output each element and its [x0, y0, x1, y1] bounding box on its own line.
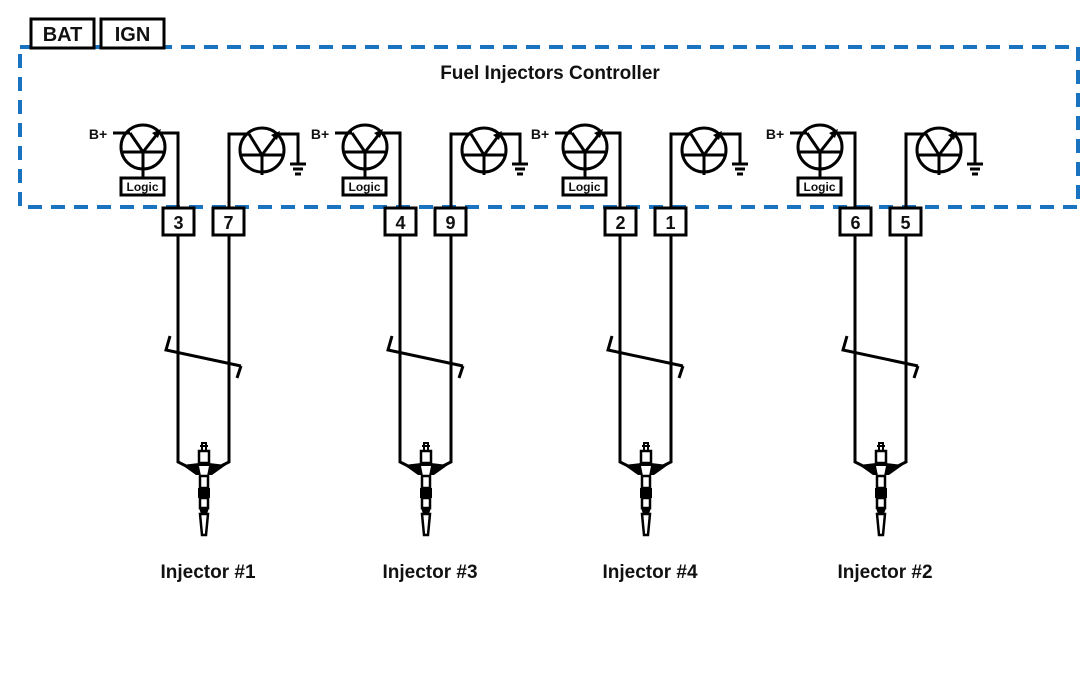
high-pin-box: 3 — [161, 206, 196, 237]
injector-label: Injector #4 — [602, 562, 697, 583]
high-pin-box: 2 — [603, 206, 638, 237]
ground-icon — [732, 162, 748, 176]
ground-wire — [277, 132, 300, 163]
b-plus-label: B+ — [766, 126, 784, 142]
b-plus-label: B+ — [531, 126, 549, 142]
low-pin-box: 9 — [433, 206, 468, 237]
low-pin-box: 7 — [211, 206, 246, 237]
ign-label: IGN — [115, 24, 151, 46]
wire-to-injector — [429, 235, 453, 472]
high-side-wire — [380, 131, 402, 208]
low-pin-box: 5 — [888, 206, 923, 237]
wire-to-injector — [649, 235, 673, 472]
ign-label-box: IGN — [99, 17, 166, 50]
high-pin-number: 2 — [615, 213, 625, 233]
logic-box — [796, 176, 843, 197]
emitter-arrow — [374, 129, 383, 138]
twisted-pair-icon — [386, 335, 465, 379]
controller-title: Fuel Injectors Controller — [440, 63, 660, 84]
injector-label: Injector #1 — [160, 562, 255, 583]
low-side-transistor — [915, 126, 983, 176]
low-pin-number: 7 — [223, 213, 233, 233]
high-side-transistor: B+ Logic — [531, 123, 609, 197]
low-side-wire — [904, 132, 926, 208]
ground-wire — [719, 132, 742, 163]
wire-to-injector — [207, 235, 231, 472]
bat-label-box: BAT — [29, 17, 96, 50]
bat-label: BAT — [43, 24, 83, 46]
logic-label: Logic — [804, 180, 836, 194]
low-side-wire — [449, 132, 471, 208]
twisted-pair-icon — [606, 335, 685, 379]
fuel-injector-icon — [624, 442, 668, 537]
low-side-wire — [227, 132, 249, 208]
logic-box — [561, 176, 608, 197]
emitter-arrow — [829, 129, 838, 138]
fuel-injector-icon — [859, 442, 903, 537]
injector-label: Injector #2 — [837, 562, 932, 583]
high-pin-box: 6 — [838, 206, 873, 237]
logic-box — [119, 176, 166, 197]
logic-label: Logic — [349, 180, 381, 194]
high-side-transistor: B+ Logic — [89, 123, 167, 197]
logic-label: Logic — [127, 180, 159, 194]
low-pin-box: 1 — [653, 206, 688, 237]
emitter-arrow — [152, 129, 161, 138]
high-side-wire — [835, 131, 857, 208]
controller-boundary — [18, 45, 1080, 209]
low-side-wire — [669, 132, 691, 208]
low-side-transistor — [238, 126, 306, 176]
low-pin-number: 5 — [900, 213, 910, 233]
high-side-wire — [600, 131, 622, 208]
twisted-pair-icon — [841, 335, 920, 379]
b-plus-label: B+ — [311, 126, 329, 142]
low-pin-number: 9 — [445, 213, 455, 233]
low-side-transistor — [680, 126, 748, 176]
fuel-injector-icon — [404, 442, 448, 537]
ground-wire — [954, 132, 977, 163]
emitter-arrow — [594, 129, 603, 138]
high-side-transistor: B+ Logic — [311, 123, 389, 197]
high-pin-number: 4 — [395, 213, 405, 233]
low-side-transistor — [460, 126, 528, 176]
high-pin-number: 6 — [850, 213, 860, 233]
high-pin-box: 4 — [383, 206, 418, 237]
ground-icon — [512, 162, 528, 176]
high-side-wire — [158, 131, 180, 208]
ground-icon — [290, 162, 306, 176]
ground-icon — [967, 162, 983, 176]
twisted-pair-icon — [164, 335, 243, 379]
logic-label: Logic — [569, 180, 601, 194]
ground-wire — [499, 132, 522, 163]
low-pin-number: 1 — [665, 213, 675, 233]
b-plus-label: B+ — [89, 126, 107, 142]
high-side-transistor: B+ Logic — [766, 123, 844, 197]
wire-to-injector — [884, 235, 908, 472]
injector-label: Injector #3 — [382, 562, 477, 583]
fuel-injector-icon — [182, 442, 226, 537]
logic-box — [341, 176, 388, 197]
high-pin-number: 3 — [173, 213, 183, 233]
